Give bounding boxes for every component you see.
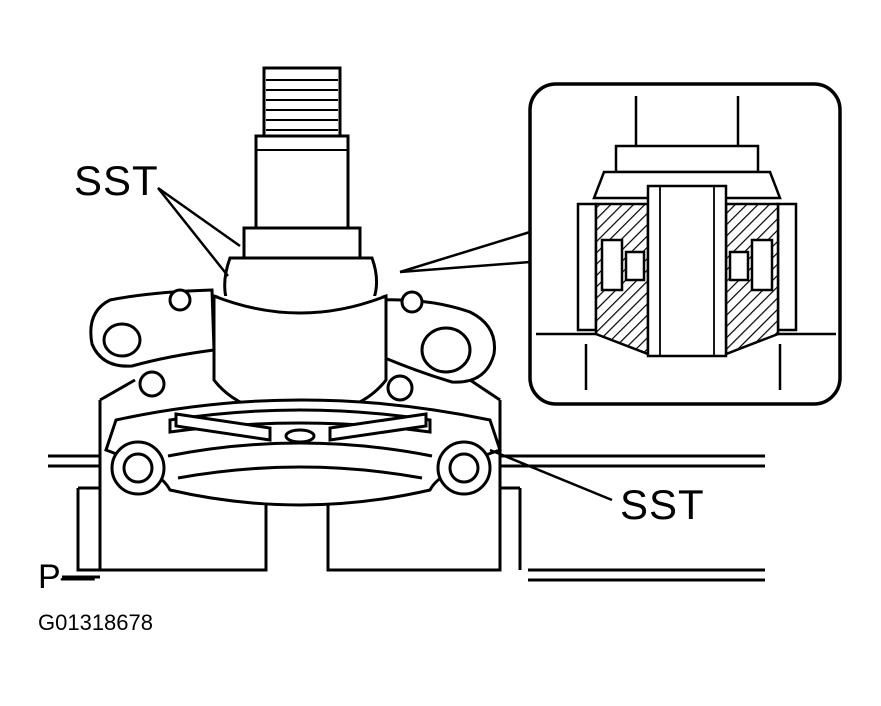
- sst-label-bottom: SST: [620, 481, 705, 528]
- lower-sst-support: [104, 398, 502, 507]
- figure-code: G01318678: [38, 610, 153, 635]
- press-marker-letter: P: [38, 558, 61, 596]
- press-marker-label: P—: [38, 560, 95, 594]
- sst-label-top: SST: [74, 157, 159, 204]
- press-marker-dash: —: [60, 558, 95, 596]
- shaft: [254, 66, 350, 230]
- upper-sst-collar: [223, 226, 379, 300]
- steering-knuckle: [89, 288, 496, 418]
- press-bed: [48, 378, 765, 582]
- leader-lines: [157, 186, 613, 502]
- bushing-cross-section: [536, 96, 836, 390]
- detail-inset: [528, 82, 842, 406]
